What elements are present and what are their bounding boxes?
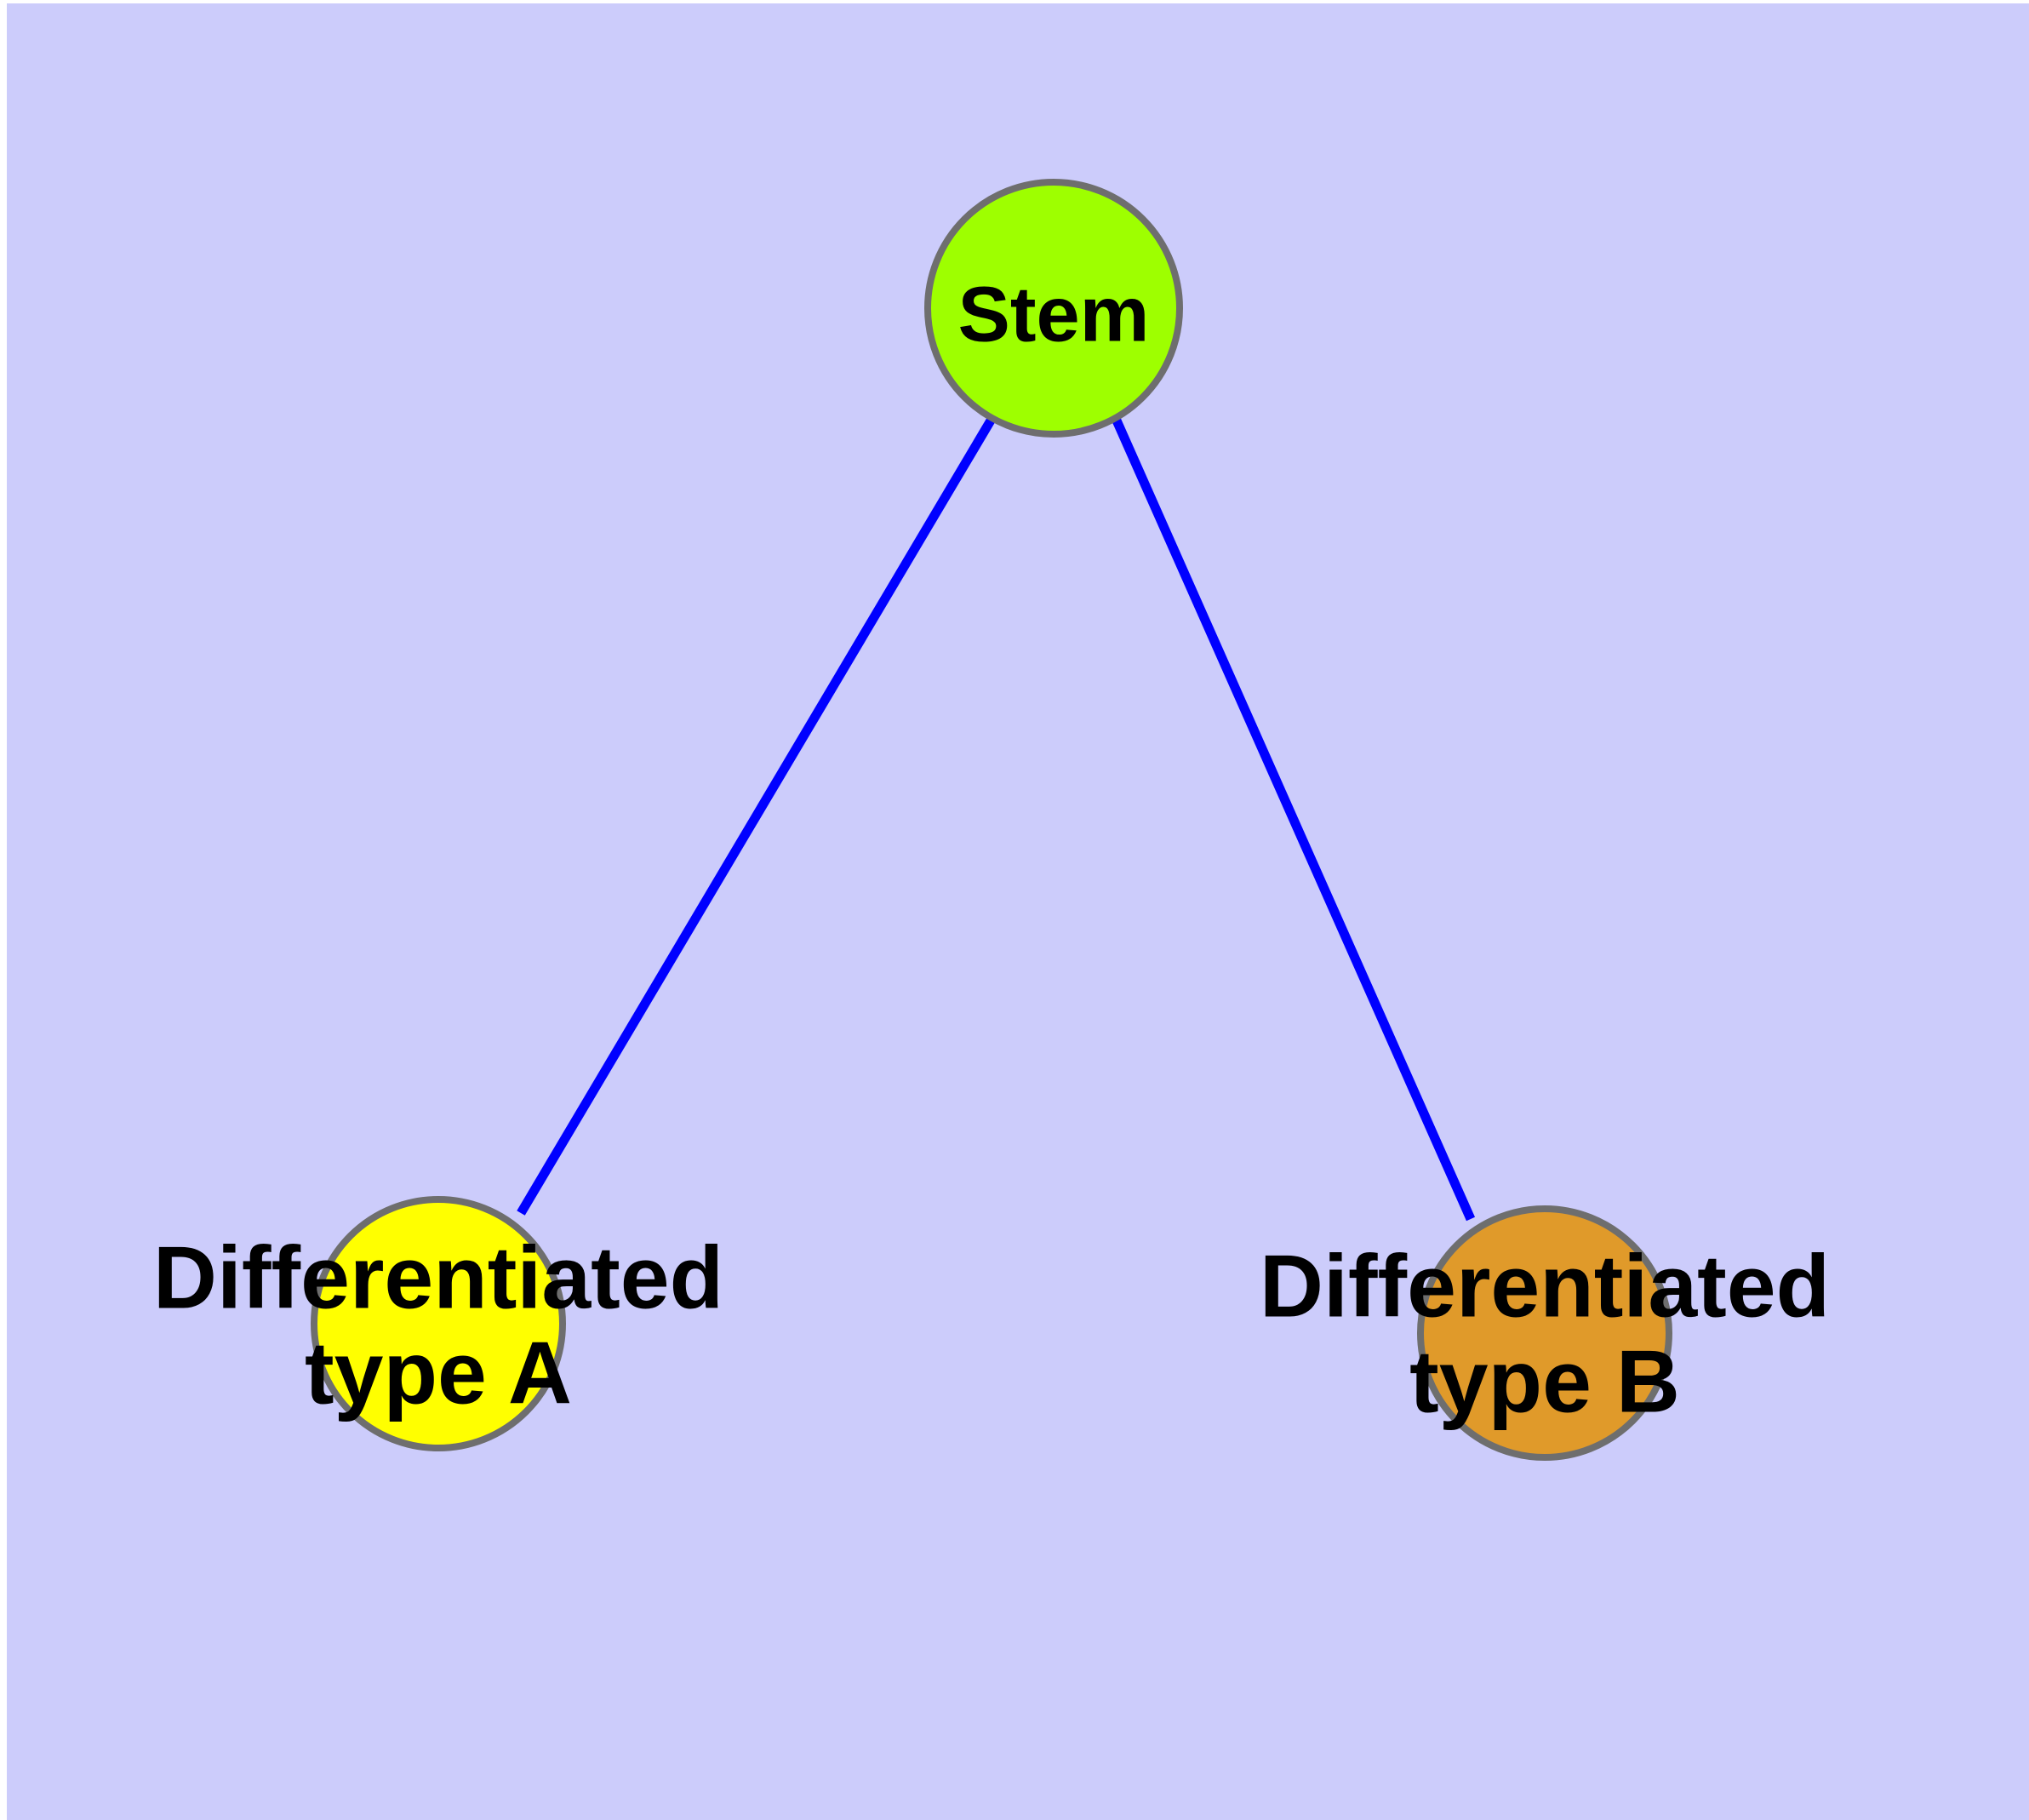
- node-differentiated-type-a[interactable]: [311, 1196, 566, 1451]
- edge-stem-to-differentiated-type-b: [1112, 418, 1476, 1222]
- edge-stem-to-differentiated-type-a: [517, 418, 995, 1216]
- edge-layer: [517, 418, 1476, 1222]
- node-differentiated-type-b[interactable]: [1417, 1205, 1672, 1461]
- node-stem[interactable]: [924, 179, 1183, 438]
- node-layer: [311, 179, 1672, 1461]
